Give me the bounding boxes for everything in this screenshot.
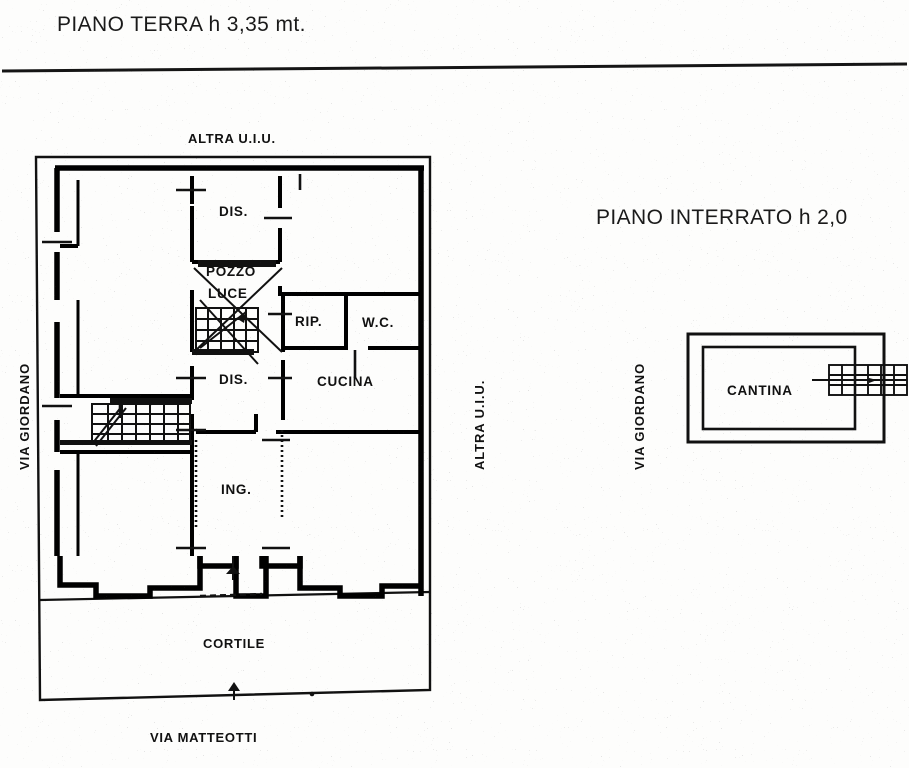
lot-boundary: [34, 155, 432, 702]
interior-walls: [60, 176, 420, 556]
courtyard-label-cortile: CORTILE: [203, 636, 265, 651]
room-label-ing: ING.: [221, 482, 252, 497]
room-label-wc: W.C.: [362, 315, 395, 330]
room-label-dis-upper: DIS.: [219, 204, 249, 219]
boundary-label-left-via-giordano: VIA GIORDANO: [17, 362, 32, 470]
room-label-pozzo-luce-line1: POZZO: [206, 264, 256, 279]
wall-lining-hatch: [194, 430, 284, 530]
basement-boundary-label-via-giordano: VIA GIORDANO: [632, 362, 647, 470]
staircase-upper: [195, 307, 259, 353]
boundary-label-right-altra-uiu: ALTRA U.I.U.: [472, 379, 487, 470]
boundary-label-bottom-via-matteotti: VIA MATTEOTTI: [150, 730, 258, 745]
survey-point: [309, 691, 315, 697]
staircase-lower: [60, 403, 192, 447]
room-label-rip: RIP.: [295, 314, 323, 329]
opening-ticks: [42, 174, 357, 550]
room-label-dis-lower: DIS.: [219, 372, 249, 387]
boundary-label-top-altra-uiu: ALTRA U.I.U.: [188, 131, 276, 146]
cantina-staircase: [812, 364, 908, 396]
header-divider: [1, 62, 908, 73]
room-label-pozzo-luce-line2: LUCE: [208, 286, 248, 301]
entrance-arrow-street: [228, 682, 240, 700]
room-label-cucina: CUCINA: [317, 374, 374, 389]
room-label-cantina: CANTINA: [727, 383, 793, 398]
